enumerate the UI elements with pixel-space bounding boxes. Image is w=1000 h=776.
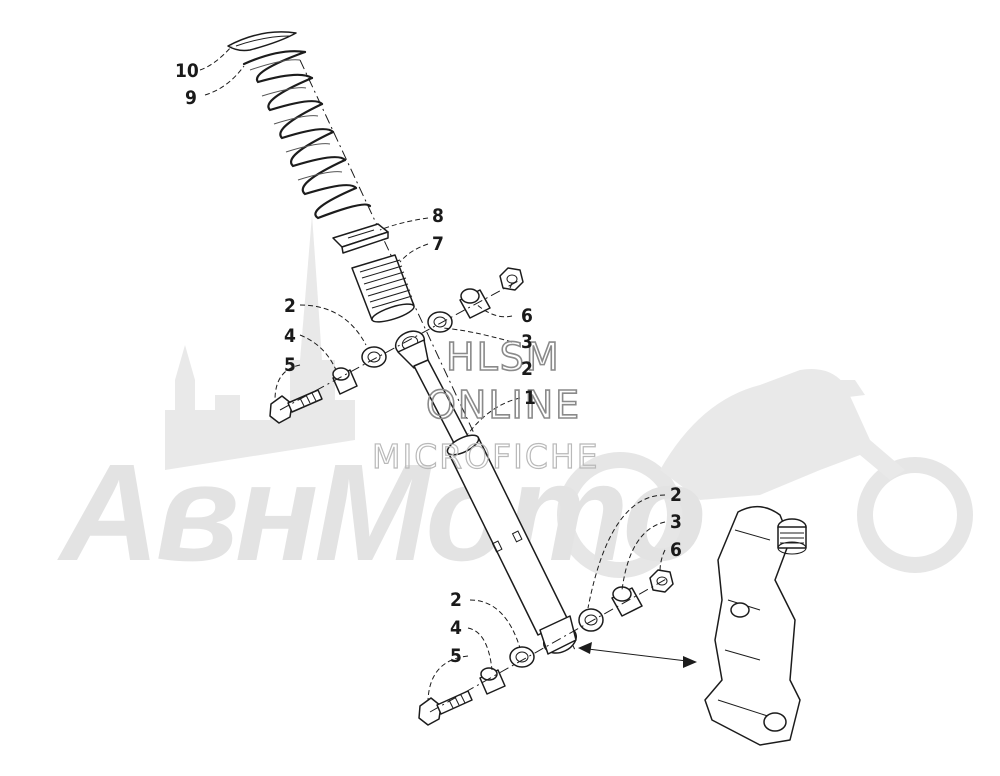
watermark-microfiche: MICROFICHE	[372, 437, 600, 476]
callout-upper-bushing-left: 2	[284, 295, 296, 317]
shock-absorber-part	[394, 330, 577, 655]
bump-stop-part	[351, 254, 415, 323]
callout-upper-bushing-right: 2	[521, 358, 533, 380]
brand-watermark-text: АвнМото	[57, 436, 703, 590]
motorcycle-watermark-icon	[557, 369, 973, 578]
coil-spring-part	[242, 50, 372, 220]
brand-watermark: АвнМото	[57, 215, 973, 590]
callout-lower-bolt: 5	[450, 645, 462, 667]
callout-upper-nut: 6	[521, 305, 533, 327]
spring-cap-part	[227, 31, 297, 52]
callout-lower-bushing-left: 2	[450, 589, 462, 611]
callout-spring-cap: 10	[175, 60, 199, 82]
watermark-hlsm: HLSM	[446, 335, 561, 379]
callout-spring: 9	[185, 87, 197, 109]
hlsm-watermark: HLSM ONLINE MICROFICHE	[371, 334, 600, 476]
callout-bump-stop: 7	[432, 233, 444, 255]
lower-mount-hardware	[418, 569, 674, 726]
watermark-online: ONLINE	[426, 383, 581, 427]
callout-upper-sleeve-left: 4	[284, 325, 296, 347]
callout-upper-sleeve-right: 3	[521, 331, 533, 353]
leader-lines	[199, 45, 666, 701]
callout-labels: 10 9 8 7 2 4 5 6 3 2 1 2 3 6 2 4 5	[175, 60, 682, 667]
callout-shock-absorber: 1	[524, 387, 536, 409]
callout-spring-seat: 8	[432, 205, 444, 227]
callout-lower-bushing-right: 2	[670, 484, 682, 506]
steering-knuckle-part	[704, 506, 807, 746]
spring-seat-part	[332, 223, 389, 254]
callout-lower-nut: 6	[670, 539, 682, 561]
install-arrow	[578, 642, 697, 668]
lower-bolt-axis	[429, 577, 669, 713]
callout-lower-sleeve-right: 3	[670, 511, 682, 533]
skyline-watermark-icon	[165, 215, 355, 470]
upper-bolt-axis	[279, 279, 521, 411]
upper-mount-hardware	[269, 267, 524, 424]
callout-lower-sleeve-left: 4	[450, 617, 462, 639]
callout-upper-bolt: 5	[284, 354, 296, 376]
